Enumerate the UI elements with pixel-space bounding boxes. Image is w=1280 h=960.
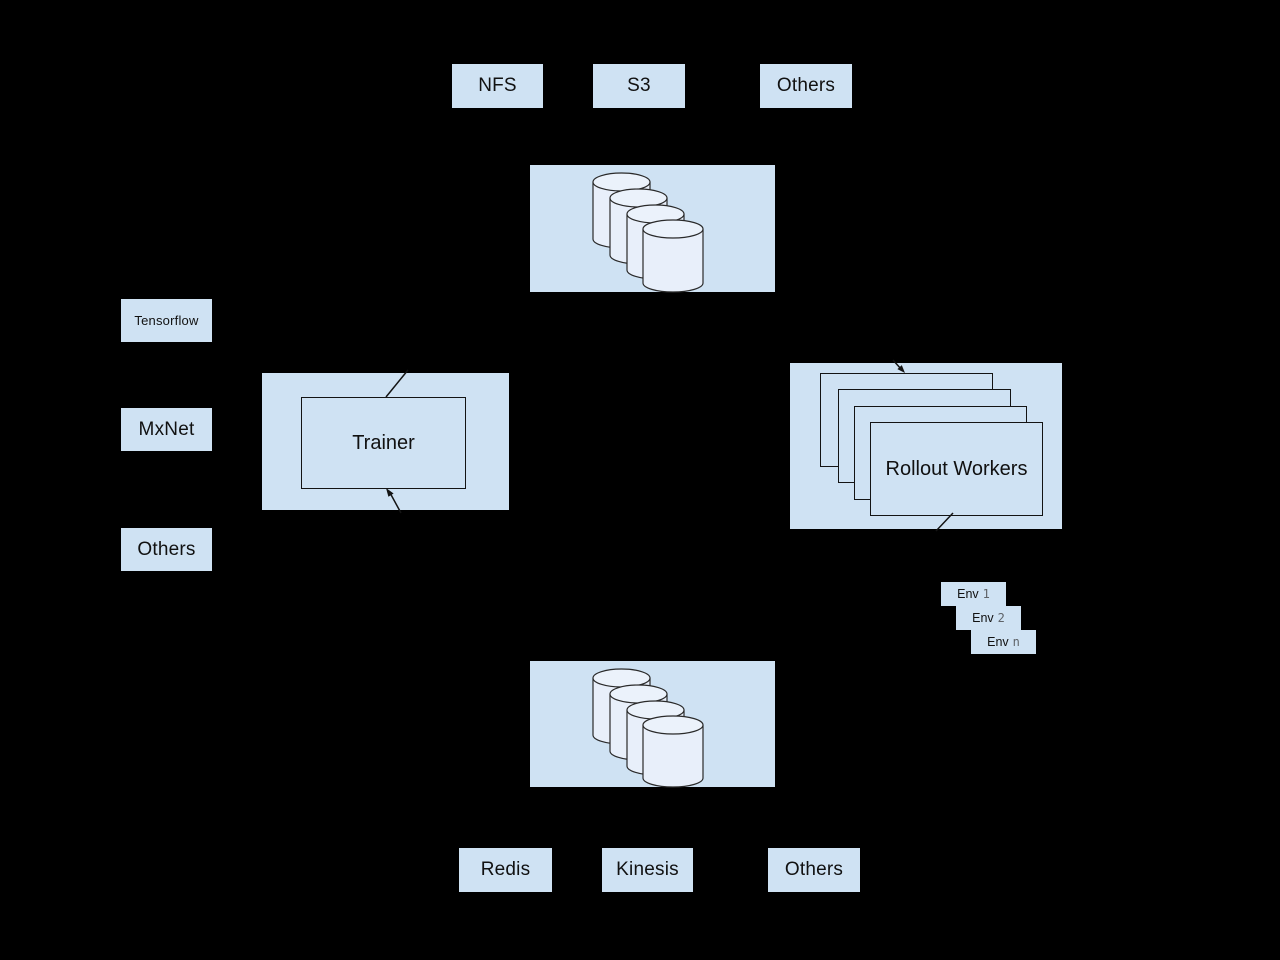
node-others-left: Others (121, 528, 212, 571)
trainer-box: Trainer (301, 397, 466, 489)
rollout-workers-container: Rollout Workers (790, 363, 1062, 529)
env-label: Env (987, 635, 1009, 649)
trainer-container: Trainer (262, 373, 509, 510)
node-others-bottom: Others (768, 848, 860, 892)
env-box-1: Env 1 (941, 582, 1006, 606)
env-index: 2 (997, 611, 1005, 625)
database-cylinders-icon (592, 172, 704, 293)
node-s3: S3 (593, 64, 685, 108)
env-label: Env (957, 587, 979, 601)
env-box-n: Env n (971, 630, 1036, 654)
node-redis: Redis (459, 848, 552, 892)
env-index: 1 (982, 587, 990, 601)
env-label: Env (972, 611, 994, 625)
node-nfs: NFS (452, 64, 543, 108)
database-cylinders-icon (592, 668, 704, 788)
node-tensorflow: Tensorflow (121, 299, 212, 342)
node-mxnet: MxNet (121, 408, 212, 451)
env-box-2: Env 2 (956, 606, 1021, 630)
env-index: n (1012, 635, 1020, 649)
storage-top-container (530, 165, 775, 293)
node-others-top: Others (760, 64, 852, 108)
node-kinesis: Kinesis (602, 848, 693, 892)
storage-bottom-container (530, 661, 775, 788)
rollout-worker-card-front: Rollout Workers (870, 422, 1043, 516)
